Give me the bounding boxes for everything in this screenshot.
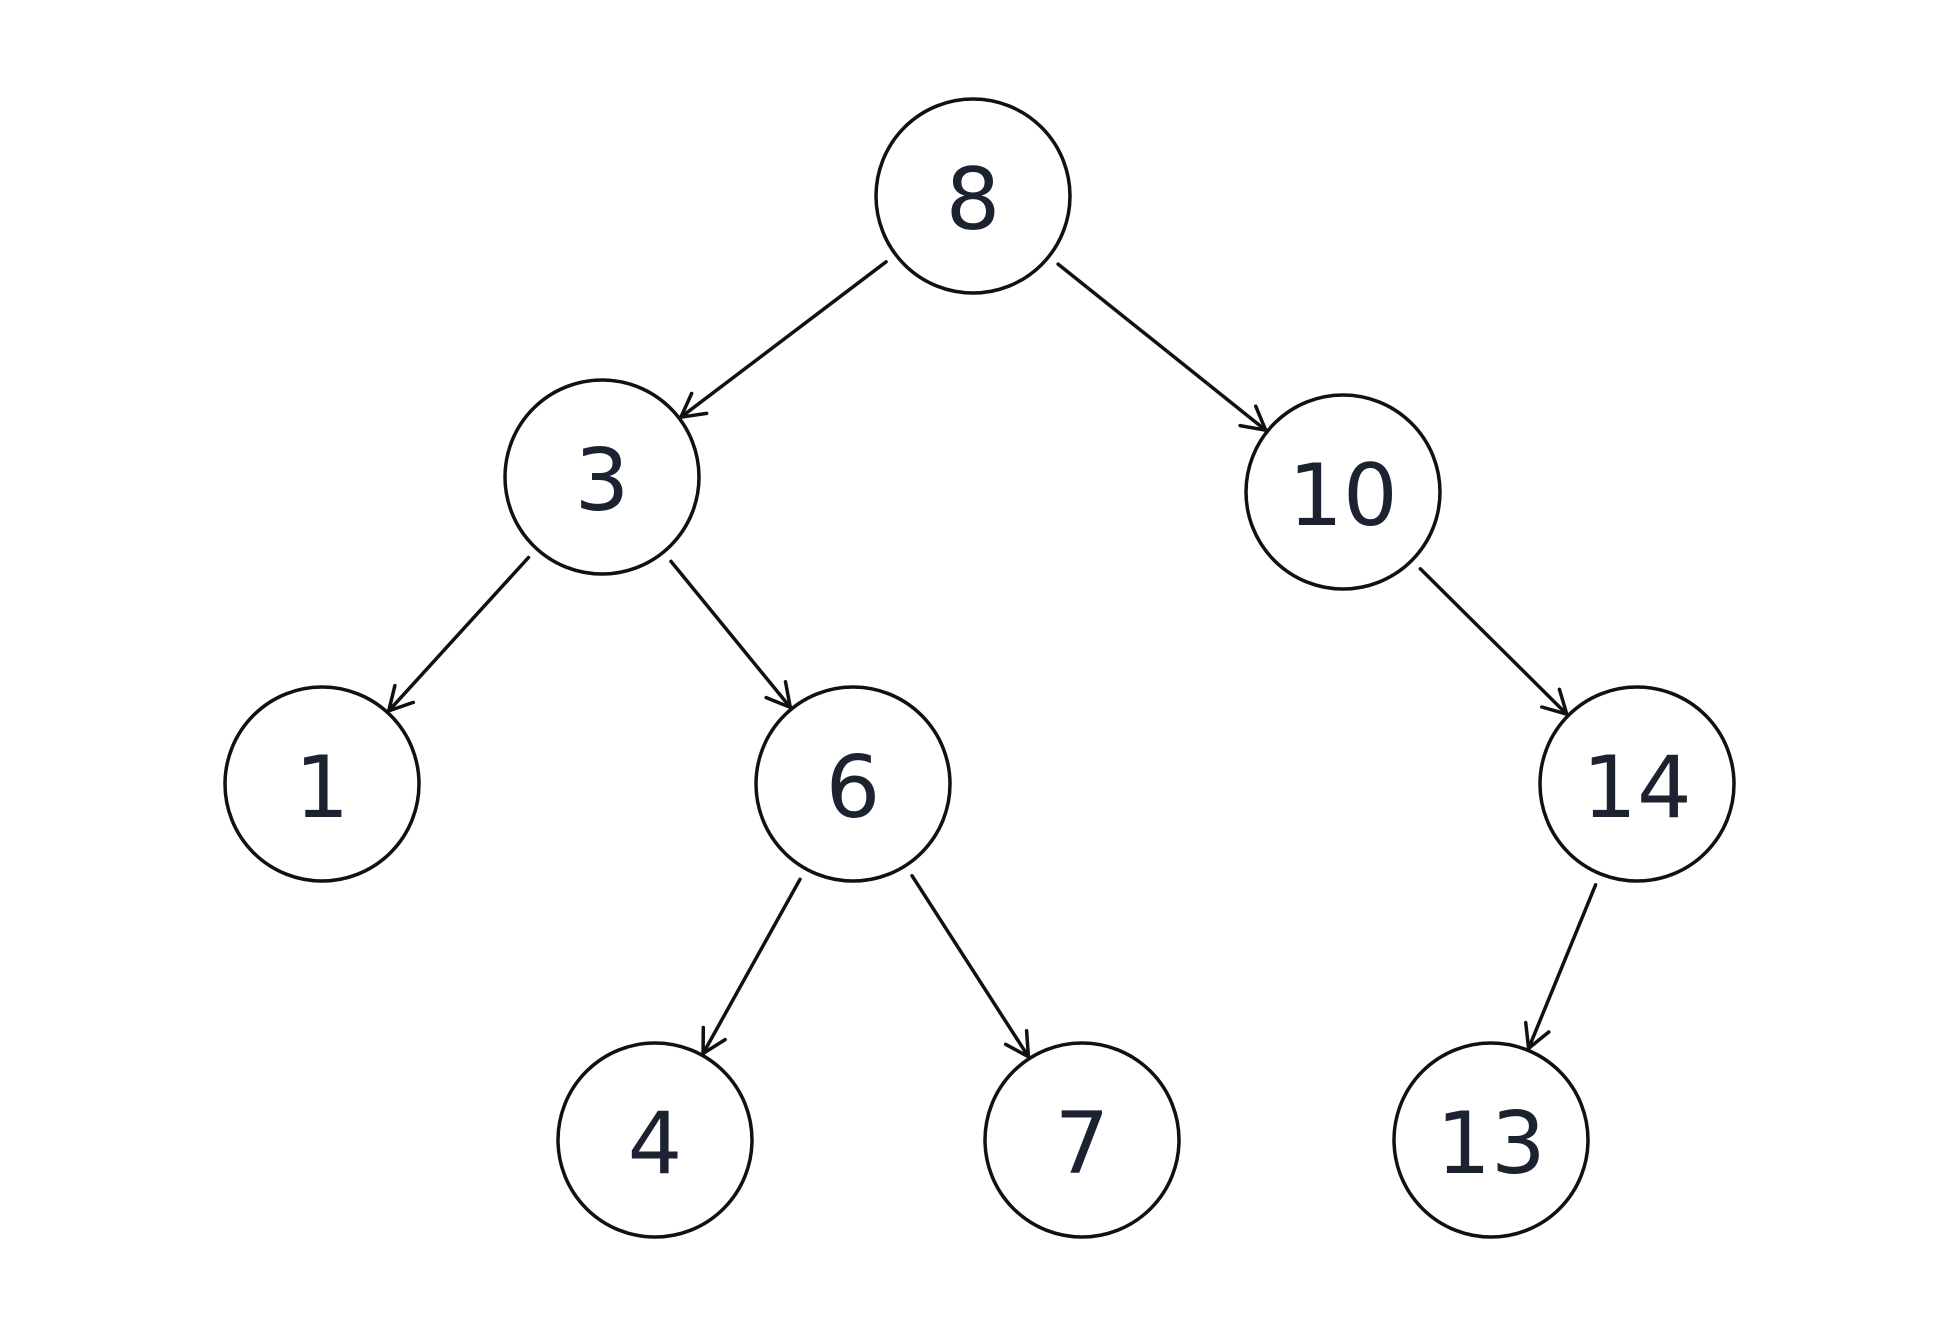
- edge-line: [386, 555, 531, 713]
- edge-n14-n13: [1523, 883, 1598, 1051]
- node-circle: [503, 378, 701, 576]
- tree-node-1: 1: [223, 685, 421, 883]
- edge-line: [910, 873, 1031, 1059]
- arrowhead-icon: [1238, 404, 1268, 432]
- node-circle: [874, 97, 1072, 295]
- tree-node-6: 6: [754, 685, 952, 883]
- arrowhead-icon: [1540, 687, 1569, 716]
- arrowhead-icon: [386, 683, 416, 713]
- edge-n6-n7: [910, 873, 1031, 1059]
- edge-line: [1056, 262, 1268, 432]
- node-label: 3: [575, 431, 630, 531]
- tree-node-10: 10: [1244, 393, 1442, 591]
- node-label: 6: [826, 738, 881, 838]
- node-circle: [983, 1041, 1181, 1239]
- tree-node-14: 14: [1538, 685, 1736, 883]
- edge-n8-n3: [679, 260, 888, 419]
- edge-n6-n4: [701, 877, 802, 1056]
- node-label: 4: [628, 1094, 683, 1194]
- edge-n3-n6: [669, 559, 793, 710]
- node-label: 14: [1582, 738, 1691, 838]
- tree-node-3: 3: [503, 378, 701, 576]
- node-circle: [1392, 1041, 1590, 1239]
- node-label: 13: [1436, 1094, 1545, 1194]
- node-circle: [754, 685, 952, 883]
- node-label: 7: [1055, 1094, 1110, 1194]
- arrowhead-icon: [1003, 1029, 1031, 1059]
- node-label: 8: [946, 150, 1001, 250]
- edge-line: [701, 877, 802, 1056]
- tree-node-13: 13: [1392, 1041, 1590, 1239]
- arrowhead-icon: [1523, 1020, 1551, 1051]
- arrowhead-icon: [701, 1025, 727, 1056]
- tree-node-4: 4: [556, 1041, 754, 1239]
- edge-line: [669, 559, 793, 710]
- node-circle: [1244, 393, 1442, 591]
- tree-node-8: 8: [874, 97, 1072, 295]
- edge-n10-n14: [1418, 567, 1569, 716]
- node-circle: [1538, 685, 1736, 883]
- arrowhead-icon: [764, 680, 793, 710]
- nodes-layer: 8 3 10 1 6 14 4 7: [223, 97, 1736, 1239]
- edge-n8-n10: [1056, 262, 1268, 432]
- arrowhead-icon: [679, 391, 709, 419]
- edge-n3-n1: [386, 555, 531, 713]
- node-label: 10: [1288, 446, 1397, 546]
- edge-line: [1418, 567, 1569, 716]
- edges-layer: [386, 260, 1598, 1059]
- node-circle: [223, 685, 421, 883]
- node-circle: [556, 1041, 754, 1239]
- edge-line: [679, 260, 888, 419]
- edge-line: [1526, 883, 1598, 1051]
- node-label: 1: [295, 738, 350, 838]
- tree-node-7: 7: [983, 1041, 1181, 1239]
